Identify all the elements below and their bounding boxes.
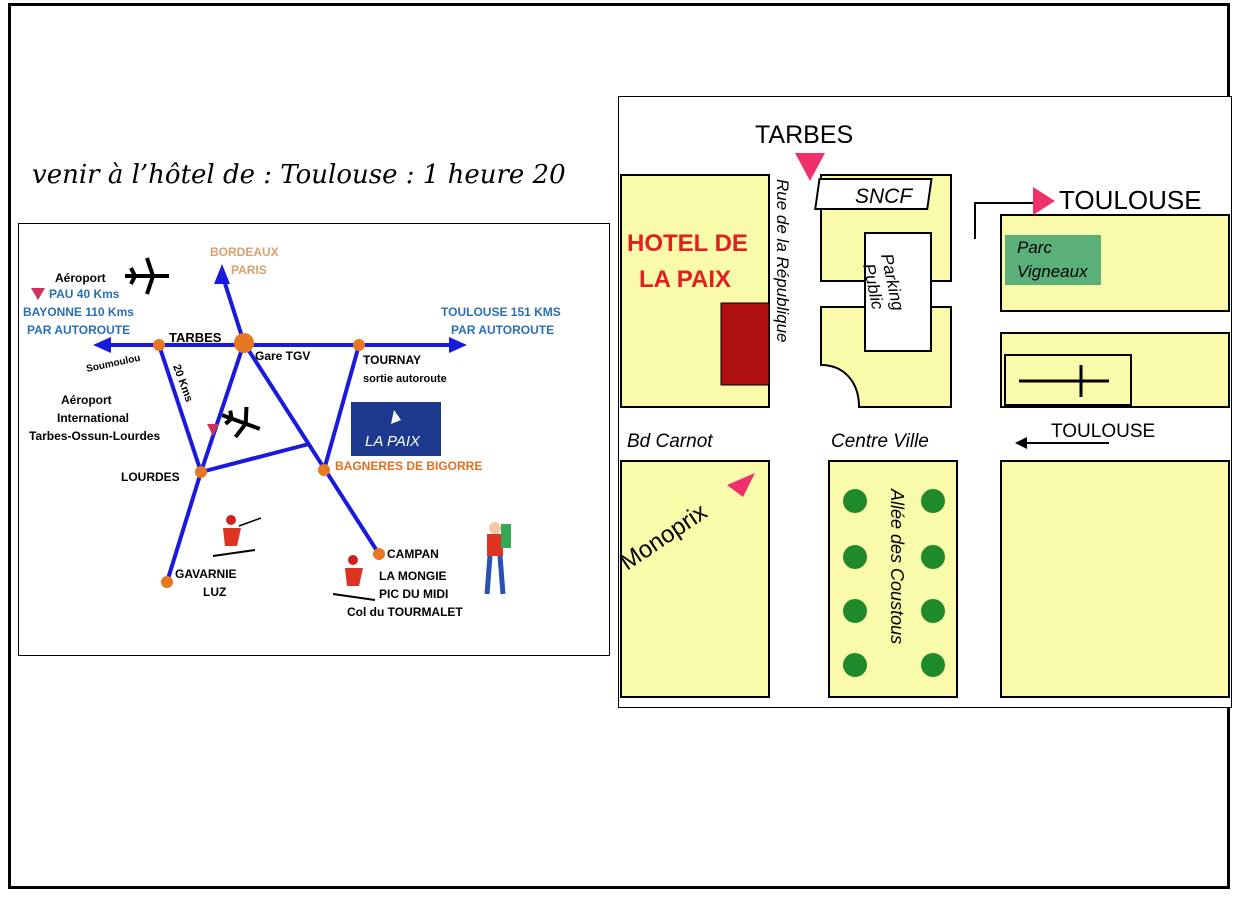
node-campan — [373, 548, 385, 560]
hotel-building — [720, 302, 770, 386]
node-soumoulou — [153, 339, 165, 351]
label-pic-du-midi: PIC DU MIDI — [379, 587, 448, 601]
label-bordeaux: BORDEAUX — [210, 245, 279, 259]
label-hotel-1: HOTEL DE — [627, 230, 748, 257]
label-lourdes: LOURDES — [121, 470, 180, 484]
arrow-north — [214, 264, 230, 284]
directions-caption: venir à l’hôtel de : Toulouse : 1 heure … — [32, 160, 566, 190]
regional-map: LA PAIX BORDEAUX PARIS Aéroport PAU 40 K… — [18, 223, 610, 656]
skier-icon-2 — [332, 555, 376, 601]
node-tournay — [353, 339, 365, 351]
label-par-autoroute-left: PAR AUTOROUTE — [27, 323, 130, 337]
tree-icon — [843, 489, 867, 513]
label-sncf: SNCF — [855, 185, 913, 208]
arrow-west — [93, 337, 111, 353]
skier-icon — [212, 515, 262, 557]
hiker-icon — [484, 522, 511, 595]
label-aeroport-intl-1: Aéroport — [61, 393, 112, 407]
pau-marker-icon — [31, 288, 45, 300]
label-toulouse-bottom: TOULOUSE — [1051, 421, 1155, 442]
monoprix-marker-icon — [727, 473, 755, 497]
la-paix-logo: LA PAIX — [351, 402, 441, 456]
label-hotel-2: LA PAIX — [639, 266, 731, 293]
road-north — [220, 273, 246, 344]
label-sortie-autoroute: sortie autoroute — [363, 373, 447, 385]
label-pau: PAU 40 Kms — [49, 287, 120, 301]
node-bagneres — [318, 464, 330, 476]
airport-marker-icon — [207, 424, 219, 436]
node-gavarnie — [161, 576, 173, 588]
label-gavarnie: GAVARNIE — [175, 567, 237, 581]
city-map: SNCF Parking Public Parc Vigneaux HOTEL … — [618, 96, 1232, 708]
label-aeroport-intl-2: International — [57, 411, 129, 425]
label-tourmalet: Col du TOURMALET — [347, 605, 463, 619]
node-tarbes — [234, 333, 254, 353]
sncf-station — [814, 178, 933, 210]
label-paris: PARIS — [231, 263, 267, 277]
block-southeast — [1000, 460, 1230, 698]
tree-icon — [843, 653, 867, 677]
tree-icon — [921, 545, 945, 569]
label-rue-republique: Rue de la République — [773, 179, 792, 343]
svg-text:LA PAIX: LA PAIX — [365, 433, 421, 450]
block-monoprix — [620, 460, 770, 698]
tree-icon — [921, 489, 945, 513]
label-luz: LUZ — [203, 585, 226, 599]
label-allee: Allée des Coustous — [887, 488, 907, 644]
label-soumoulou: Soumoulou — [85, 353, 141, 375]
road-lourdes-bagneres — [200, 442, 310, 474]
label-centre-ville: Centre Ville — [831, 431, 929, 452]
label-toulouse: TOULOUSE 151 KMS — [441, 305, 561, 319]
arrow-east — [449, 337, 467, 353]
trees — [843, 489, 945, 677]
label-bagneres: BAGNERES DE BIGORRE — [335, 459, 482, 473]
parc-vigneaux — [1005, 235, 1101, 285]
node-lourdes — [195, 466, 207, 478]
label-par-autoroute-right: PAR AUTOROUTE — [451, 323, 554, 337]
road-tournay-bagneres — [322, 344, 361, 471]
regional-map-svg: LA PAIX BORDEAUX PARIS Aéroport PAU 40 K… — [23, 245, 561, 619]
one-way-arrow-icon — [1015, 437, 1027, 449]
airplane-icon — [125, 257, 169, 295]
label-vigneaux: Vigneaux — [1017, 262, 1088, 281]
cross-icon — [1019, 365, 1109, 397]
church — [1004, 354, 1132, 406]
tree-icon — [843, 599, 867, 623]
town-nodes — [153, 333, 385, 588]
road-tarbes-campan — [242, 341, 381, 556]
label-bayonne: BAYONNE 110 Kms — [23, 305, 134, 319]
road-tarbes-lourdes — [199, 342, 246, 473]
road-network — [119, 273, 459, 583]
road-soumoulou-lourdes — [157, 344, 203, 473]
toulouse-arrow-icon — [1033, 187, 1055, 215]
tarbes-arrow-icon — [795, 153, 825, 181]
tree-icon — [921, 599, 945, 623]
label-campan: CAMPAN — [387, 547, 439, 561]
airport-airplane-icon — [221, 406, 261, 439]
label-parc: Parc — [1017, 238, 1052, 257]
road-lourdes-gavarnie — [165, 471, 203, 583]
label-bd-carnot: Bd Carnot — [627, 431, 713, 452]
label-20-kms: 20 Kms — [170, 363, 195, 404]
label-la-mongie: LA MONGIE — [379, 569, 447, 583]
parking-public — [864, 232, 932, 352]
label-tournay: TOURNAY — [363, 353, 421, 367]
label-gare-tgv: Gare TGV — [255, 349, 310, 363]
label-tarbes: TARBES — [169, 330, 222, 345]
label-aeroport: Aéroport — [55, 271, 106, 285]
tree-icon — [921, 653, 945, 677]
city-map-svg: SNCF Parking Public Parc Vigneaux HOTEL … — [619, 121, 1230, 698]
tree-icon — [843, 545, 867, 569]
label-tarbes: TARBES — [755, 121, 853, 149]
label-aeroport-intl-3: Tarbes-Ossun-Lourdes — [29, 429, 160, 443]
toulouse-route-line — [974, 202, 1033, 239]
block-east — [1000, 332, 1230, 408]
label-toulouse-top: TOULOUSE — [1059, 185, 1202, 215]
